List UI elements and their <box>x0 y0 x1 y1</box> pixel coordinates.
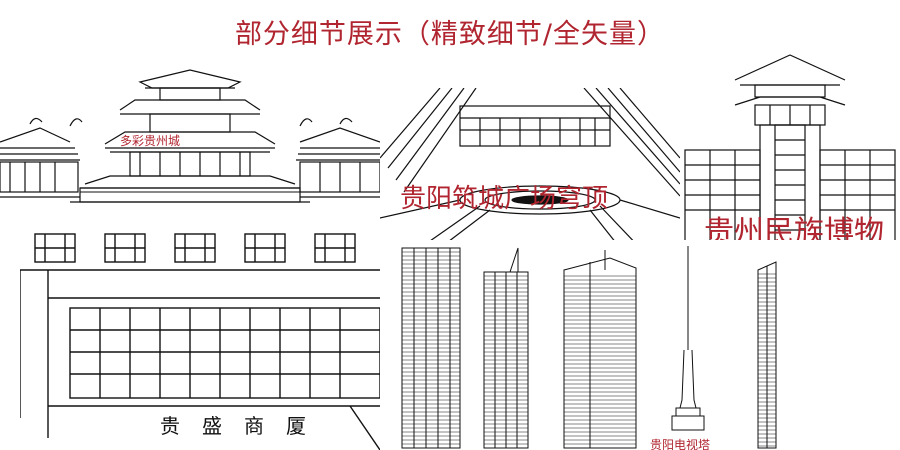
panel-museum: 贵州民族博物 <box>680 45 900 250</box>
skyscrapers-drawing <box>401 246 777 449</box>
pavilion-drawing <box>0 69 380 203</box>
zhucheng-label: 贵阳筑城广场穹顶 <box>400 184 609 214</box>
duocai-label: 多彩贵州城 <box>120 134 181 148</box>
panel-zhucheng-plaza: 贵阳筑城广场穹顶 <box>380 88 680 248</box>
panel-duocai-pavilion: 多彩贵州城 <box>0 62 380 212</box>
page-title: 部分细节展示（精致细节/全矢量） <box>234 19 666 50</box>
tv-tower-label: 贵阳电视塔 <box>650 438 711 450</box>
panel-skyscrapers: 贵阳电视塔 <box>400 240 900 450</box>
building-facade-drawing <box>20 233 380 450</box>
museum-drawing <box>684 54 896 250</box>
plaza-dome-drawing <box>380 88 680 248</box>
building-sign: 贵盛商厦 <box>160 414 328 438</box>
panel-office-building: 贵盛商厦 <box>20 228 380 450</box>
